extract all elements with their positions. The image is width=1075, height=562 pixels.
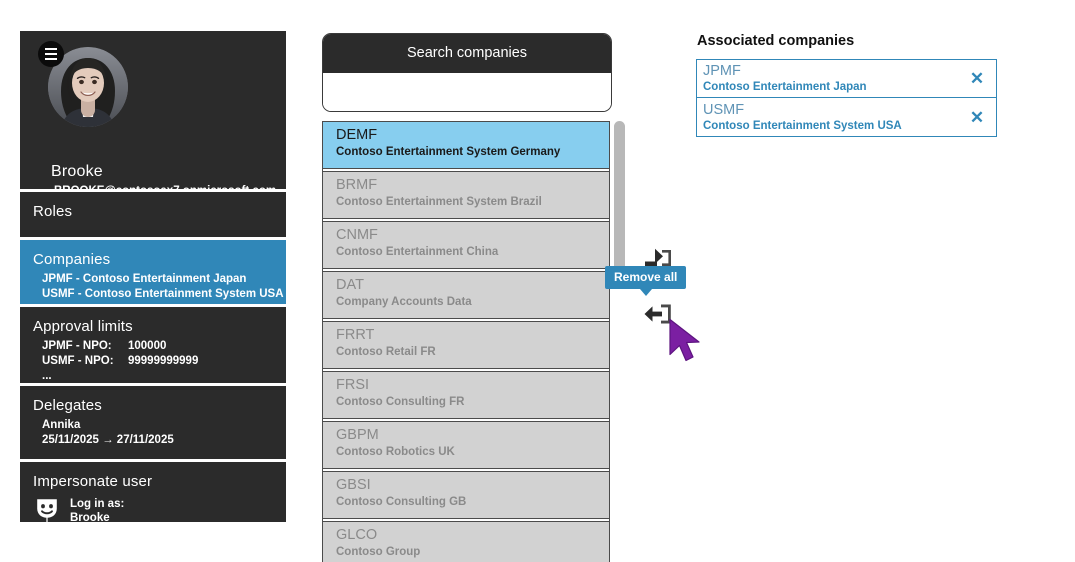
associated-companies-list: JPMF Contoso Entertainment Japan ✕ USMF … [696, 59, 997, 137]
company-name: Contoso Entertainment Japan [703, 81, 867, 93]
list-item[interactable]: DAT Company Accounts Data [323, 271, 609, 319]
tooltip-remove-all: Remove all [605, 266, 687, 296]
approval-limits-list: JPMF - NPO: 100000 USMF - NPO: 999999999… [20, 335, 286, 384]
delegates-title: Delegates [33, 397, 102, 414]
company-code: FRSI [336, 377, 370, 393]
list-item[interactable]: GBPM Contoso Robotics UK [323, 421, 609, 469]
profile-panel: Brooke BROOKE@contosoax7.onmicrosoft.com… [20, 31, 286, 213]
sidebar-section-approval-limits[interactable]: Approval limits JPMF - NPO: 100000 USMF … [20, 307, 286, 383]
associated-companies-panel: Associated companies JPMF Contoso Entert… [696, 33, 998, 137]
approval-limit-row: JPMF - NPO: 100000 [42, 339, 286, 354]
list-item[interactable]: DEMF Contoso Entertainment System German… [323, 121, 609, 169]
search-companies-header: Search companies [323, 34, 611, 73]
company-code: FRRT [336, 327, 375, 343]
company-code: CNMF [336, 227, 378, 243]
remove-company-button[interactable]: ✕ [958, 108, 996, 127]
company-name: Contoso Entertainment China [336, 246, 499, 258]
arrow-left-out-of-bracket-icon [643, 304, 673, 329]
company-code: DAT [336, 277, 364, 293]
list-item[interactable]: GLCO Contoso Group [323, 521, 609, 562]
tooltip-text: Remove all [614, 270, 678, 284]
sidebar-section-companies[interactable]: Companies JPMF - Contoso Entertainment J… [20, 240, 286, 304]
search-companies-panel: Search companies DEMF Contoso Entertainm… [322, 33, 625, 562]
company-name: Contoso Consulting GB [336, 496, 467, 508]
company-name: Contoso Entertainment System USA [703, 119, 902, 132]
impersonate-row[interactable]: Log in as: Brooke [20, 490, 286, 522]
list-item[interactable]: FRSI Contoso Consulting FR [323, 371, 609, 419]
search-results-wrapper: DEMF Contoso Entertainment System German… [322, 121, 625, 562]
list-item[interactable]: GBSI Contoso Consulting GB [323, 471, 609, 519]
approval-limits-more: ... [42, 370, 52, 382]
approval-limit-label: USMF - NPO: [42, 355, 114, 367]
company-code: GLCO [336, 527, 378, 543]
profile-name: Brooke [51, 163, 103, 180]
associated-companies-title: Associated companies [697, 33, 855, 49]
list-item[interactable]: USMF Contoso Entertainment System USA ✕ [697, 98, 996, 136]
company-name: Contoso Entertainment System Germany [336, 146, 561, 158]
company-name: Contoso Group [336, 546, 421, 558]
arrow-right-into-bracket-icon [643, 248, 673, 275]
company-code: BRMF [336, 177, 378, 193]
search-results-scrollbar[interactable] [614, 121, 625, 562]
approval-limit-value: 99999999999 [128, 355, 199, 367]
tooltip-arrow-icon [639, 289, 652, 296]
add-all-button[interactable] [643, 248, 673, 272]
company-name: Company Accounts Data [336, 296, 472, 308]
delegate-name: Annika [42, 419, 81, 431]
company-name: Contoso Entertainment System Brazil [336, 196, 542, 208]
approval-limit-row: USMF - NPO: 99999999999 [42, 354, 286, 369]
associated-company-text: USMF Contoso Entertainment System USA [703, 102, 958, 133]
companies-title: Companies [33, 251, 111, 268]
companies-list: JPMF - Contoso Entertainment Japan USMF … [20, 268, 286, 302]
theater-mask-icon [34, 496, 60, 522]
list-item[interactable]: FRRT Contoso Retail FR [323, 321, 609, 369]
company-code: GBSI [336, 477, 371, 493]
remove-all-button[interactable] [643, 302, 673, 326]
hamburger-icon[interactable] [38, 41, 64, 67]
roles-title: Roles [33, 203, 73, 220]
company-code: USMF [703, 101, 745, 118]
avatar [38, 41, 128, 127]
impersonate-title: Impersonate user [33, 473, 153, 490]
impersonate-label: Log in as: [70, 498, 125, 510]
approval-limit-label: JPMF - NPO: [42, 340, 112, 352]
company-code: JPMF [703, 63, 741, 79]
impersonate-user-name: Brooke [70, 512, 110, 522]
approval-limit-value: 100000 [128, 340, 167, 352]
company-code: DEMF [336, 127, 378, 143]
scrollbar-thumb[interactable] [614, 121, 625, 278]
remove-company-button[interactable]: ✕ [958, 69, 996, 88]
list-item[interactable]: BRMF Contoso Entertainment System Brazil [323, 171, 609, 219]
company-code: GBPM [336, 427, 379, 443]
search-results-list[interactable]: DEMF Contoso Entertainment System German… [322, 121, 610, 562]
delegate-date-range: 25/11/2025 → 27/11/2025 [42, 434, 174, 446]
companies-line: JPMF - Contoso Entertainment Japan [42, 273, 247, 285]
impersonate-text: Log in as: Brooke [60, 497, 124, 522]
avatar-photo [48, 47, 128, 127]
companies-line: USMF - Contoso Entertainment System USA [42, 288, 284, 300]
delegates-list: Annika 25/11/2025 → 27/11/2025 [20, 414, 286, 448]
company-name: Contoso Robotics UK [336, 446, 455, 458]
search-input[interactable] [323, 73, 611, 111]
list-item[interactable]: CNMF Contoso Entertainment China [323, 221, 609, 269]
approval-limits-title: Approval limits [33, 318, 133, 335]
sidebar-section-roles[interactable]: Roles [20, 192, 286, 237]
sidebar-section-delegates[interactable]: Delegates Annika 25/11/2025 → 27/11/2025 [20, 386, 286, 459]
sidebar-section-impersonate-user[interactable]: Impersonate user Log in as: Brooke [20, 462, 286, 522]
company-name: Contoso Consulting FR [336, 396, 465, 408]
list-item[interactable]: JPMF Contoso Entertainment Japan ✕ [697, 60, 996, 98]
search-card: Search companies [322, 33, 612, 112]
transfer-buttons [643, 248, 677, 356]
user-sidebar: Brooke BROOKE@contosoax7.onmicrosoft.com… [20, 31, 286, 525]
associated-company-text: JPMF Contoso Entertainment Japan [703, 63, 958, 94]
company-name: Contoso Retail FR [336, 346, 436, 358]
